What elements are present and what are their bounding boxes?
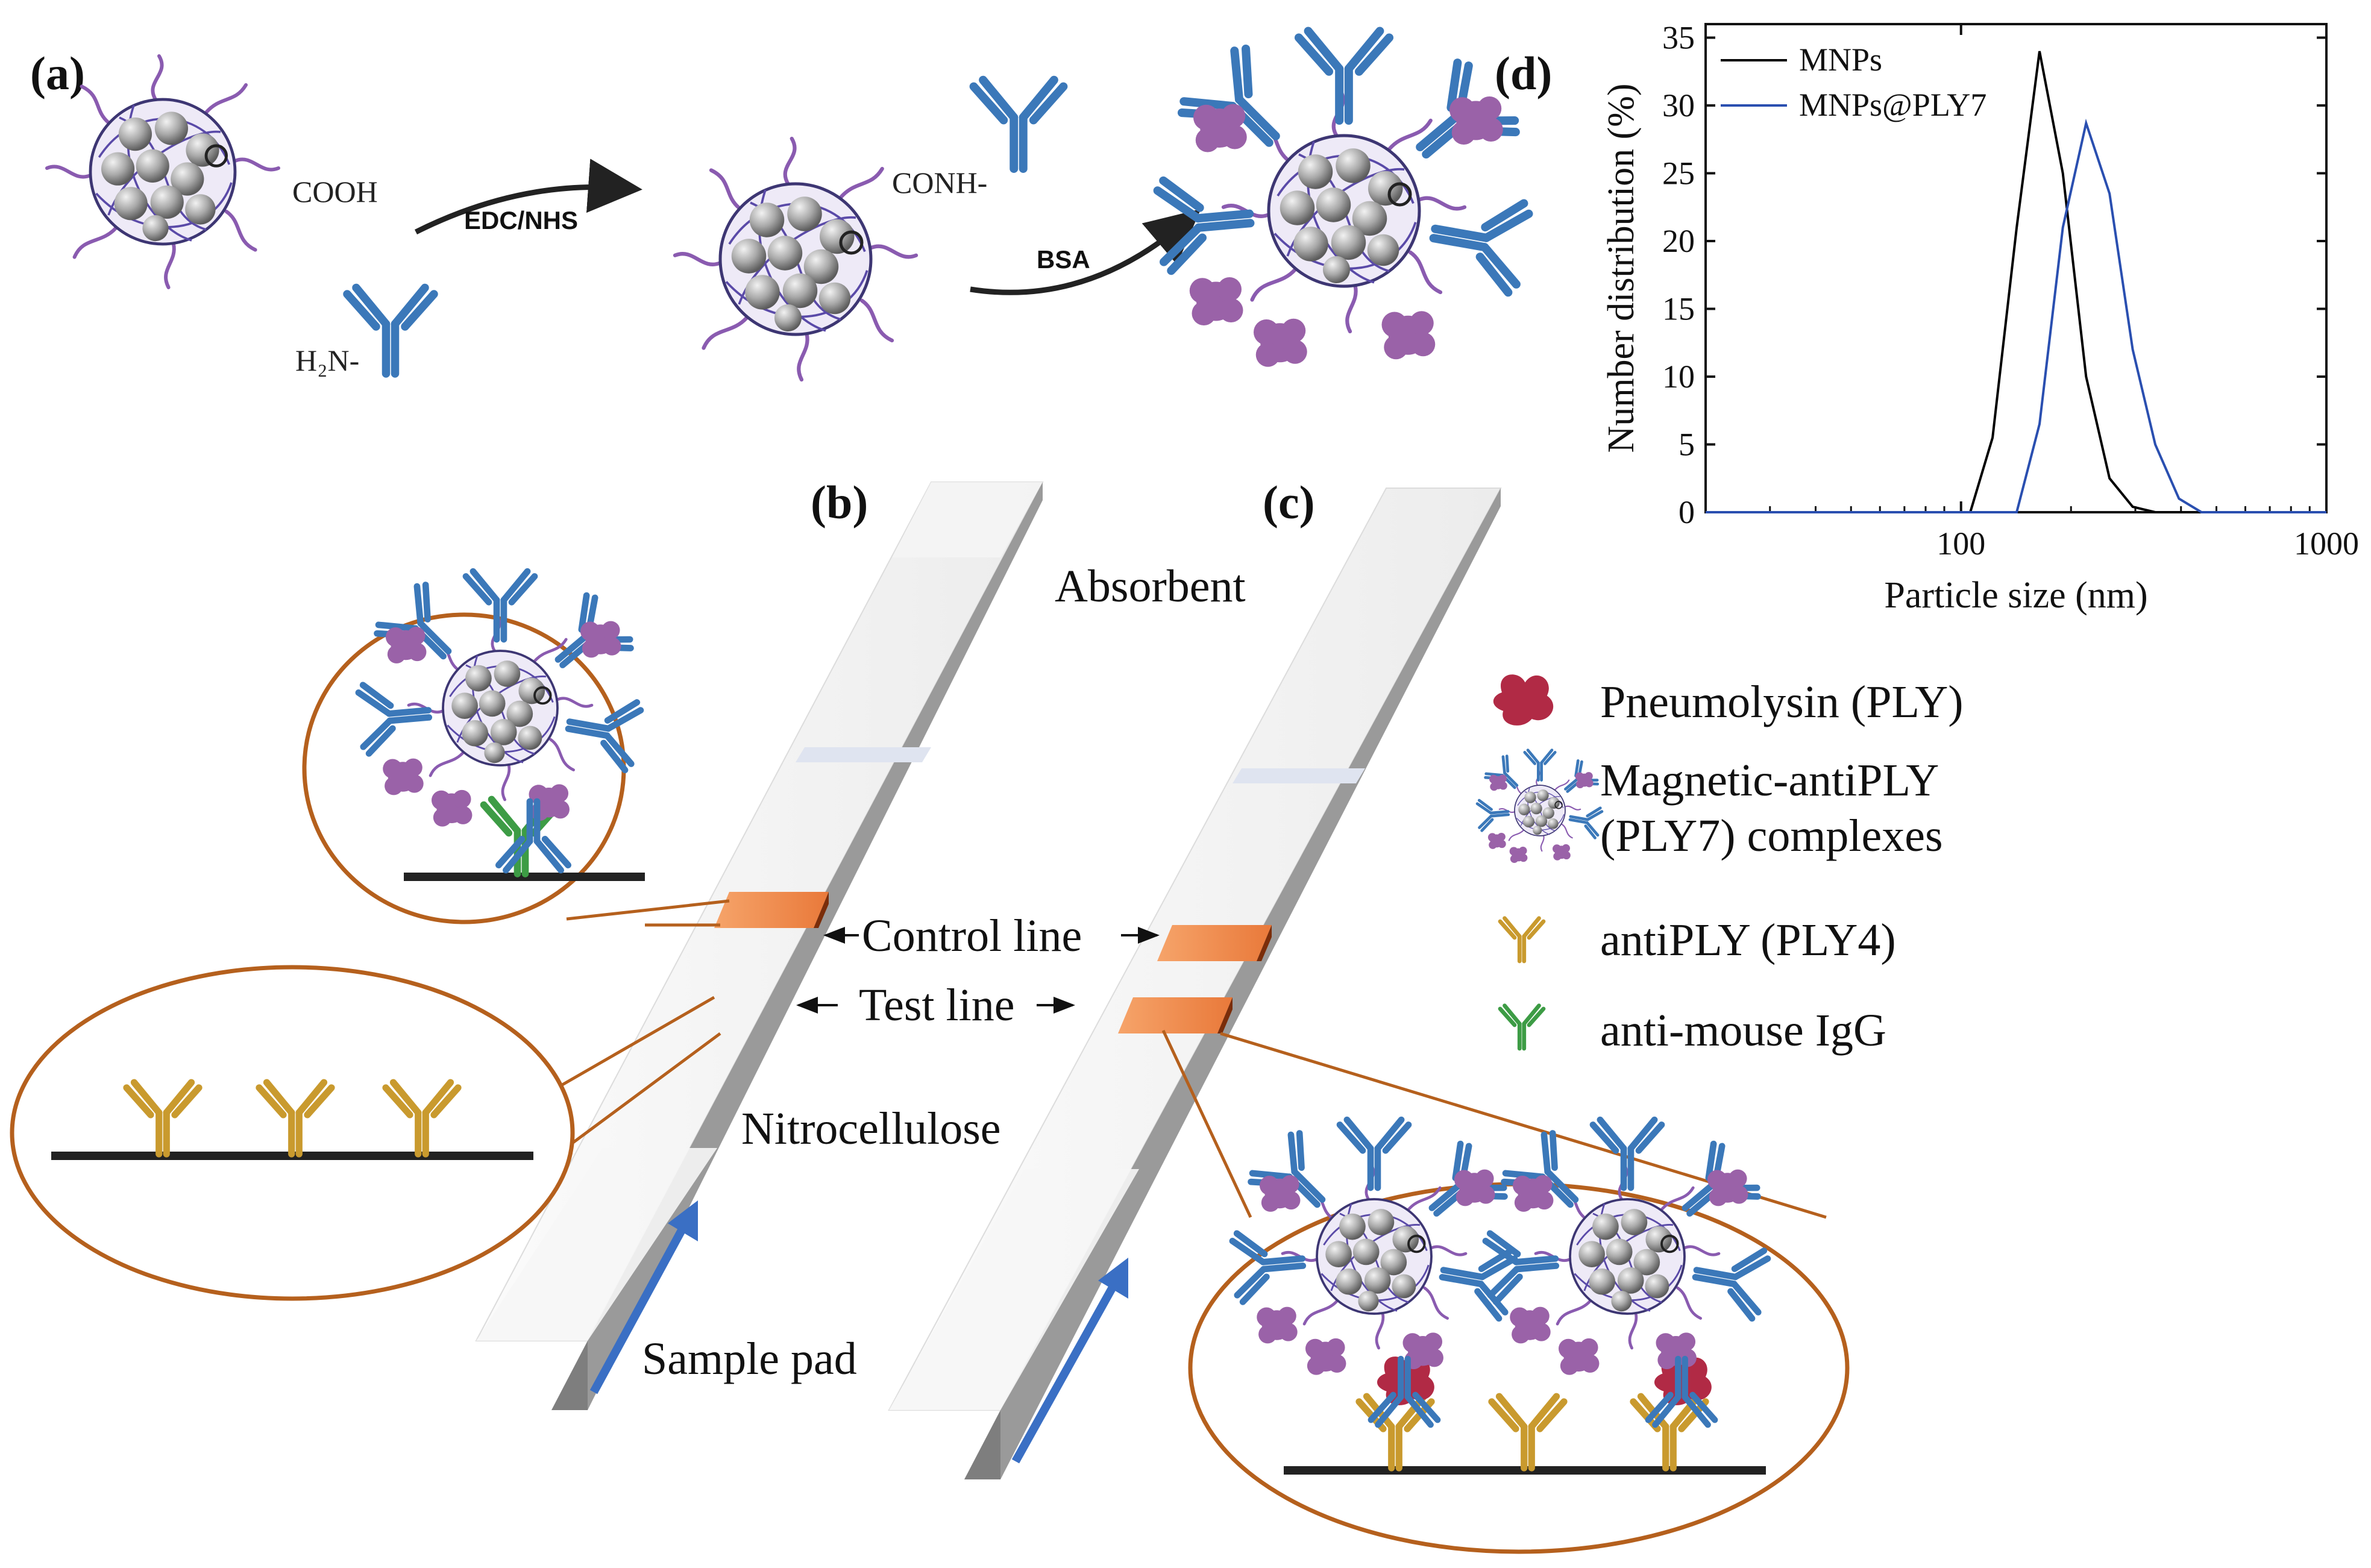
pneumolysin-icon — [1493, 674, 1554, 726]
test-line-label: Test line — [859, 980, 1015, 1030]
legend-igg: anti-mouse IgG — [1600, 1005, 1886, 1056]
strip-c-control-line — [1157, 925, 1272, 961]
strip-c — [888, 488, 1502, 1479]
y-axis-title: Number distribution (%) — [1601, 83, 1642, 453]
y-tick-label: 30 — [1662, 87, 1695, 124]
panel-label-b: (b) — [811, 476, 868, 528]
sample-pad-label: Sample pad — [642, 1334, 857, 1384]
y-tick-label: 0 — [1679, 494, 1695, 530]
legend-label: MNPs — [1799, 42, 1882, 78]
y-tick-label: 5 — [1679, 427, 1695, 463]
nanoparticle-conh — [675, 139, 916, 380]
cooh-label: COOH — [292, 175, 378, 209]
complex-icon — [1477, 750, 1603, 863]
absorbent-label: Absorbent — [1055, 561, 1246, 612]
conh-label: CONH- — [892, 166, 987, 199]
series-line-MNPs@PLY7 — [1706, 118, 2326, 513]
legend: Pneumolysin (PLY) Magnetic-antiPLY (PLY7… — [1477, 674, 1964, 1056]
y-tick-label: 25 — [1662, 155, 1695, 192]
zoom-test-line-negative — [10, 965, 721, 1301]
y-tick-label: 20 — [1662, 223, 1695, 259]
igg-icon — [1500, 1006, 1544, 1049]
legend-complex-line1: Magnetic-antiPLY — [1600, 755, 1939, 806]
panel-label-c: (c) — [1263, 476, 1315, 528]
h2n-label: H₂N- — [295, 343, 359, 377]
strip-c-test-line — [1118, 997, 1233, 1033]
y-tick-label: 10 — [1662, 359, 1695, 395]
flow-arrow-c — [1011, 1275, 1122, 1464]
legend-ply: Pneumolysin (PLY) — [1600, 677, 1964, 727]
control-line-label: Control line — [862, 911, 1082, 961]
series-line-MNPs — [1706, 51, 2326, 513]
strip-b — [475, 481, 1044, 1410]
edc-nhs-label: EDC/NHS — [464, 206, 578, 234]
final-complex — [1157, 31, 1530, 367]
zoom-test-line-positive — [1161, 1029, 1850, 1554]
flow-arrow-b — [589, 1218, 691, 1394]
panel-label-d: (d) — [1495, 47, 1552, 99]
y-tick-label: 15 — [1662, 291, 1695, 327]
chart-ticks: 0 5 10 15 20 25 30 35 100 1000 — [1662, 20, 2359, 562]
flow-arrowhead-b — [668, 1200, 698, 1241]
edc-nhs-arrow — [414, 158, 642, 235]
legend-label: MNPs@PLY7 — [1799, 87, 1986, 123]
y-tick-label: 35 — [1662, 20, 1695, 56]
nitrocellulose-label: Nitrocellulose — [741, 1103, 1001, 1154]
legend-complex-line2: (PLY7) complexes — [1600, 811, 1943, 861]
antibody-conh — [974, 80, 1064, 169]
legend-antiply: antiPLY (PLY4) — [1600, 915, 1896, 965]
flow-arrowhead-c — [1098, 1258, 1128, 1299]
antibody-h2n — [347, 288, 434, 374]
x-axis-title: Particle size (nm) — [1884, 575, 2147, 616]
x-tick-label: 100 — [1936, 525, 1985, 562]
bsa-arrow — [970, 209, 1201, 295]
zoom-control-line — [302, 571, 730, 927]
antiply-icon — [1500, 918, 1544, 961]
strip-b-control-line — [714, 892, 829, 928]
bsa-label: BSA — [1037, 245, 1090, 274]
x-tick-label: 1000 — [2294, 525, 2359, 562]
panel-label-a: (a) — [30, 47, 85, 99]
chart-series — [1706, 51, 2326, 513]
